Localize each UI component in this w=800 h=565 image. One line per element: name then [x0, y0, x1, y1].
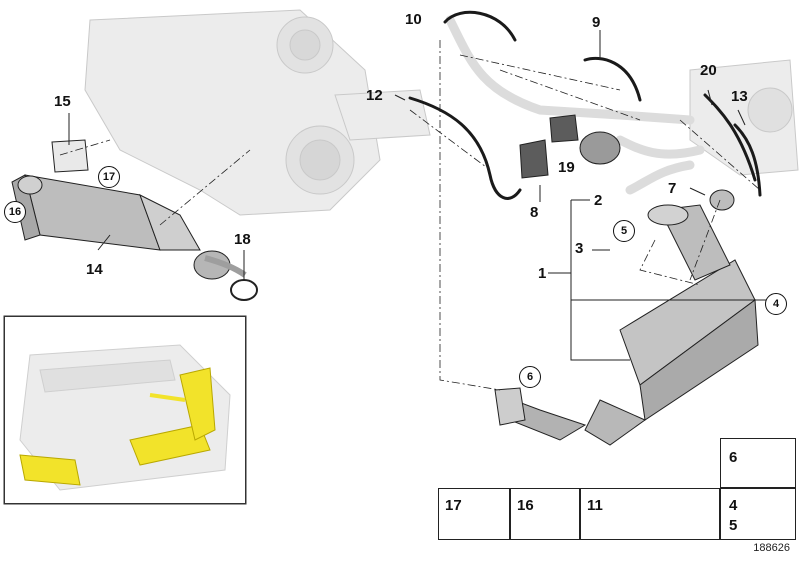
ghost-intake-part — [689, 59, 799, 176]
callout-18: 18 — [234, 231, 251, 248]
diagram-reference-number: 188626 — [753, 542, 790, 554]
callout-9: 9 — [592, 14, 601, 31]
callout-14: 14 — [86, 261, 103, 278]
clamp-18 — [230, 279, 258, 301]
callout-20: 20 — [700, 62, 717, 79]
callout-10: 10 — [405, 11, 422, 28]
ghost-pipes — [445, 15, 705, 195]
callout-4-circled: 4 — [765, 293, 787, 315]
egr-cooler-main — [494, 204, 759, 446]
callout-5-circled: 5 — [613, 220, 635, 242]
callout-1: 1 — [538, 265, 547, 282]
parts-cell-17: 17 — [438, 488, 510, 540]
callout-8: 8 — [530, 204, 539, 221]
callout-12: 12 — [366, 87, 383, 104]
callout-15: 15 — [54, 93, 71, 110]
parts-cell-6: 6 — [720, 438, 796, 488]
vacuum-hoses — [408, 10, 762, 200]
callout-3: 3 — [575, 240, 584, 257]
parts-cell-6-label: 6 — [729, 449, 738, 466]
inset-engine — [3, 315, 247, 505]
parts-cell-17-label: 17 — [445, 497, 462, 514]
parts-cell-4-label: 4 — [729, 497, 738, 514]
parts-cell-11: 11 — [580, 488, 720, 540]
parts-cell-16: 16 — [510, 488, 580, 540]
callout-7: 7 — [668, 180, 677, 197]
ghost-turbo-assembly — [84, 9, 431, 216]
parts-cell-5-label: 5 — [729, 517, 738, 534]
parts-cell-4-5: 4 5 — [720, 488, 796, 540]
engine-location-inset — [4, 316, 246, 504]
solid-leaders — [68, 30, 768, 361]
callout-2: 2 — [594, 192, 603, 209]
callout-16-circled: 16 — [4, 201, 26, 223]
gasket-15 — [51, 139, 89, 173]
parts-cell-16-label: 16 — [517, 497, 534, 514]
egr-cooler-left — [11, 174, 247, 280]
callout-13: 13 — [731, 88, 748, 105]
callout-17-circled: 17 — [98, 166, 120, 188]
parts-cell-11-label: 11 — [587, 497, 603, 514]
callout-6-circled: 6 — [519, 366, 541, 388]
egr-valve-actuator — [519, 114, 735, 211]
callout-19: 19 — [558, 159, 575, 176]
leader-lines — [59, 40, 761, 391]
